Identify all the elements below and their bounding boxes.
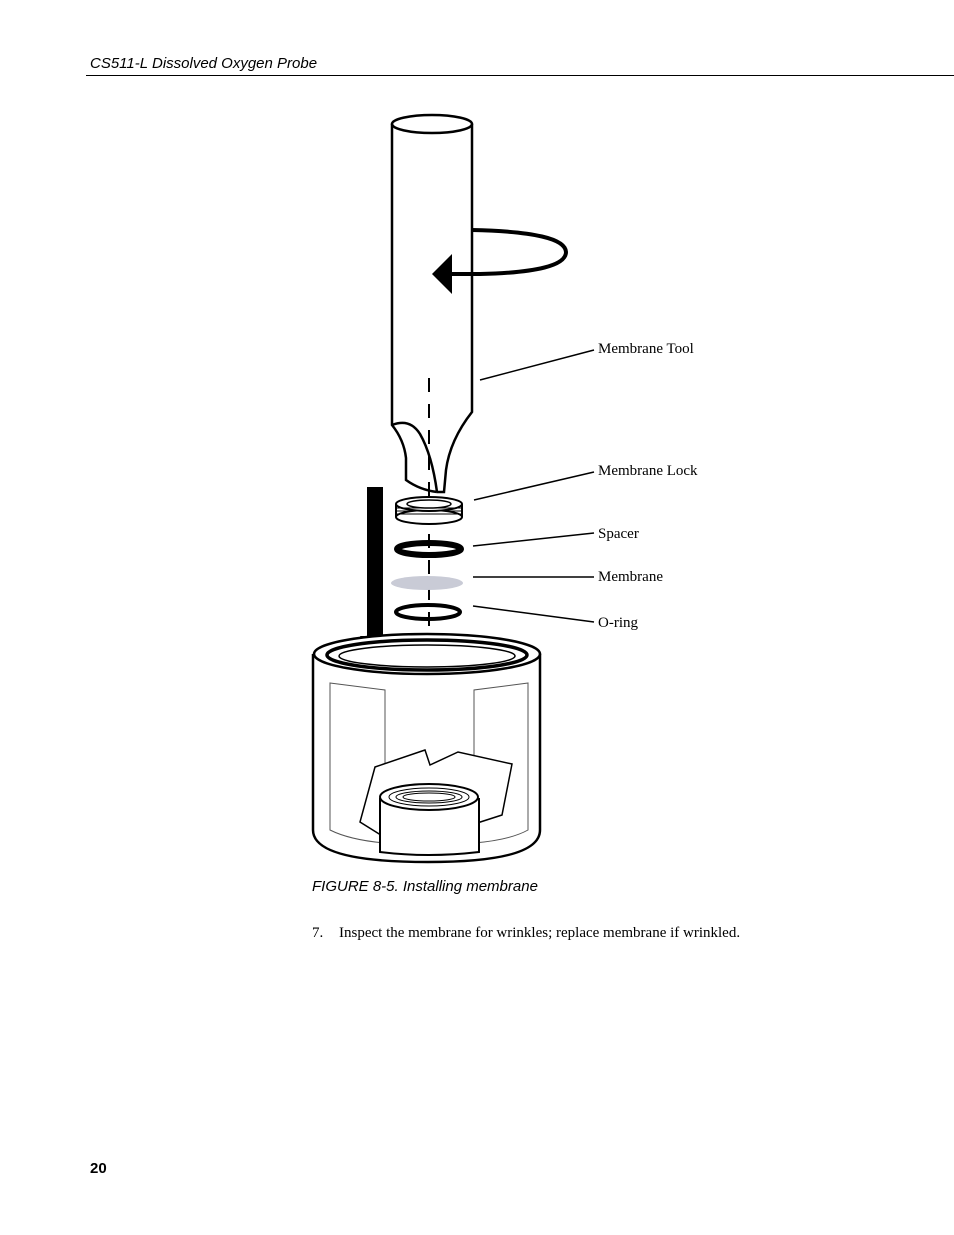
callout-o-ring: O-ring — [598, 615, 638, 631]
probe-body-drawing — [311, 632, 542, 864]
o-ring-drawing — [394, 603, 462, 621]
membrane-drawing — [391, 576, 463, 590]
spacer-drawing — [394, 540, 464, 558]
step-number: 7. — [312, 925, 324, 941]
running-header: CS511-L Dissolved Oxygen Probe — [90, 55, 318, 72]
callout-leader-lines — [472, 349, 595, 623]
callout-membrane-lock: Membrane Lock — [598, 463, 698, 479]
callout-membrane-tool: Membrane Tool — [598, 341, 694, 357]
step-item: 7. Inspect the membrane for wrinkles; re… — [312, 925, 740, 942]
rotation-arrow-icon — [432, 228, 569, 294]
page-number: 20 — [90, 1160, 107, 1177]
callout-spacer: Spacer — [598, 526, 639, 542]
figure-caption: FIGURE 8-5. Installing membrane — [312, 878, 538, 895]
callout-membrane: Membrane — [598, 569, 663, 585]
membrane-tool-drawing — [390, 113, 474, 494]
membrane-lock-drawing — [395, 496, 463, 525]
down-arrow-icon — [360, 487, 390, 657]
header-rule — [86, 75, 954, 76]
step-text: Inspect the membrane for wrinkles; repla… — [339, 925, 741, 941]
